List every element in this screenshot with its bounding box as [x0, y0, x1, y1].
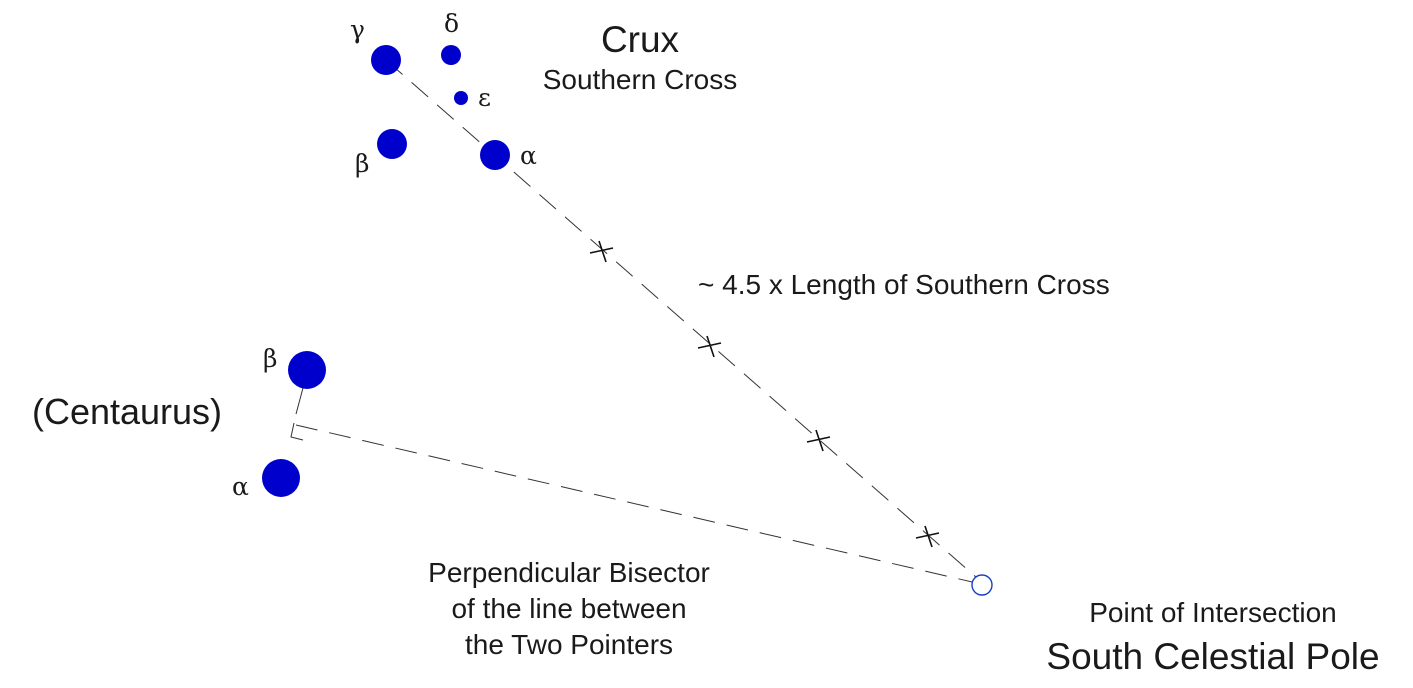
crux-delta-label: δ — [444, 9, 459, 38]
crux-beta-label: β — [355, 149, 369, 178]
crux-alpha-star — [480, 140, 510, 170]
centaurus-title: (Centaurus) — [32, 391, 222, 432]
bisector-label-line2: of the line between — [451, 593, 686, 624]
length-ticks — [589, 240, 940, 548]
bisector-label-line3: the Two Pointers — [465, 629, 673, 660]
crux-title: Crux — [601, 19, 680, 60]
crux-epsilon-label: ε — [478, 83, 491, 112]
tick-mark — [806, 429, 831, 452]
crux-subtitle: Southern Cross — [543, 64, 738, 95]
crux-epsilon-star — [454, 91, 468, 105]
crux-gamma-star — [371, 45, 401, 75]
tick-mark — [697, 335, 722, 358]
south-celestial-pole-marker — [971, 574, 993, 596]
centaurus-alpha-label: α — [232, 472, 249, 501]
tick-mark — [915, 525, 940, 548]
centaurus-beta-label: β — [263, 344, 277, 373]
crux-gamma-label: γ — [350, 15, 365, 44]
centaurus-beta-star — [288, 351, 326, 389]
crux-alpha-label: α — [520, 141, 537, 170]
bisector-line — [295, 424, 986, 586]
length-note-label: ~ 4.5 x Length of Southern Cross — [698, 269, 1110, 300]
intersection-label: Point of Intersection — [1089, 597, 1336, 628]
pointer-connector-line — [295, 387, 304, 415]
crux-beta-star — [377, 129, 407, 159]
south-celestial-pole-label: South Celestial Pole — [1046, 636, 1379, 677]
bisector-label-line1: Perpendicular Bisector — [428, 557, 710, 588]
crux-delta-star — [441, 45, 461, 65]
tick-mark — [589, 240, 614, 263]
right-angle-marker — [290, 422, 304, 441]
crux-axis-line — [385, 59, 986, 586]
centaurus-alpha-star — [262, 459, 300, 497]
